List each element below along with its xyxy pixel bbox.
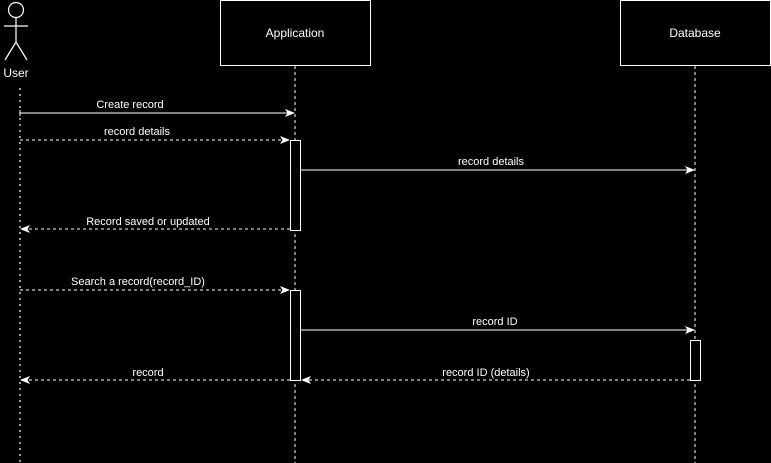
message-label-record-id: record ID [472, 316, 517, 328]
activation-application-1 [290, 140, 301, 231]
activation-application-2 [290, 290, 301, 381]
message-label-record: record [132, 367, 163, 379]
participant-user-label: User [3, 66, 28, 80]
participant-database-label: Database [669, 26, 721, 40]
participant-application-box[interactable] [220, 0, 371, 66]
message-label-record-details-db: record details [458, 156, 525, 168]
activation-database-1 [690, 340, 701, 381]
message-label-record-id-details: record ID (details) [442, 367, 529, 379]
message-label-record-details-in: record details [104, 126, 171, 138]
message-label-search-record: Search a record(record_ID) [71, 276, 205, 288]
message-label-create-record: Create record [96, 99, 163, 111]
actor-user-icon[interactable] [4, 1, 28, 61]
participant-application-label: Application [266, 26, 325, 40]
message-label-record-saved: Record saved or updated [86, 216, 210, 228]
